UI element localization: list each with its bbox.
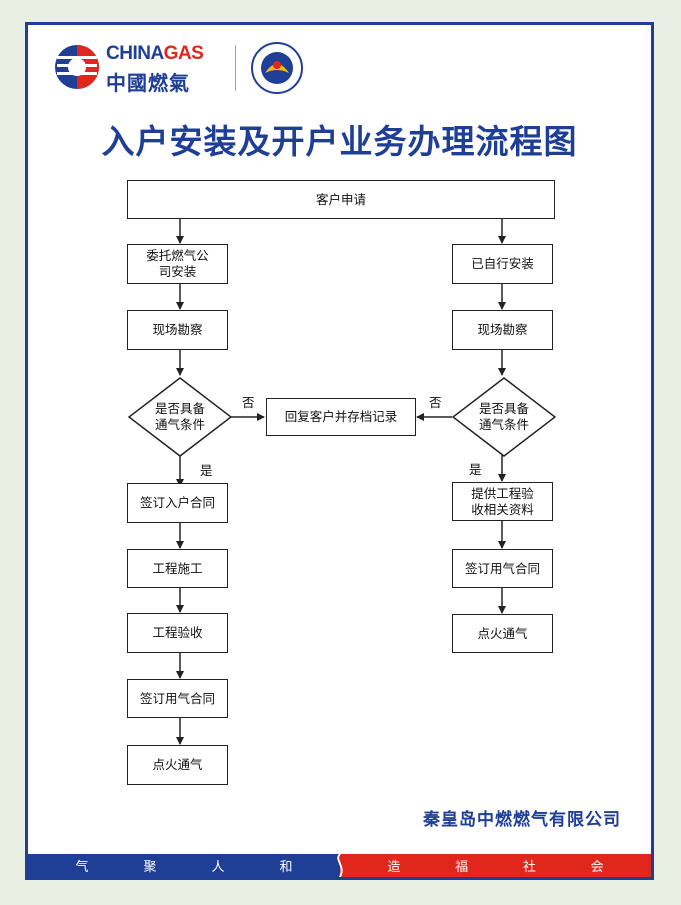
slogan-right: 造 福 社 会 — [340, 854, 651, 877]
decision-label-left: 是否具备通气条件 — [154, 401, 205, 432]
flow-step-acceptance: 工程验收 — [127, 613, 228, 653]
flow-step-ignition-left: 点火通气 — [127, 745, 228, 785]
china-gas-logo-icon — [55, 45, 99, 89]
decision-diamond-right — [452, 377, 556, 457]
slogan-band: 气 聚 人 和 造 福 社 会 — [28, 854, 651, 877]
flow-step-sign-gas-contract-left: 签订用气合同 — [127, 679, 228, 718]
brand-divider — [235, 45, 236, 91]
yes-label-right: 是 — [469, 462, 482, 477]
slogan-left: 气 聚 人 和 — [28, 854, 340, 877]
brand-name-en: CHINAGAS — [106, 43, 204, 64]
poster: CHINAGAS 中國燃氣 入户安装及开户业务办理流程图 — [25, 22, 654, 880]
slogan-char: 气 — [75, 860, 89, 875]
slogan-char: 和 — [279, 860, 293, 875]
flow-step-sign-install-contract: 签订入户合同 — [127, 483, 228, 523]
slogan-char: 聚 — [143, 860, 157, 875]
flow-step-customer-application: 客户申请 — [127, 180, 555, 219]
flow-step-construction: 工程施工 — [127, 549, 228, 588]
flow-step-survey-left: 现场勘察 — [127, 310, 228, 350]
flow-connectors — [176, 218, 506, 745]
flow-step-entrust-install: 委托燃气公司安装 — [127, 244, 228, 284]
flow-step-ignition-right: 点火通气 — [452, 614, 553, 653]
service-badge-icon — [251, 42, 303, 94]
slogan-char: 会 — [590, 860, 604, 875]
company-name: 秦皇岛中燃燃气有限公司 — [423, 810, 621, 830]
page-title: 入户安装及开户业务办理流程图 — [101, 122, 578, 161]
flow-step-survey-right: 现场勘察 — [452, 310, 553, 350]
slogan-divider-icon — [337, 854, 343, 877]
no-label-left: 否 — [242, 395, 255, 410]
slogan-char: 社 — [522, 860, 536, 875]
flow-step-reply-and-archive: 回复客户并存档记录 — [266, 398, 416, 436]
yes-label-left: 是 — [200, 463, 213, 478]
brand-name-cn: 中國燃氣 — [106, 71, 190, 95]
decision-diamond-left — [128, 377, 232, 457]
slogan-char: 福 — [455, 860, 469, 875]
flow-step-self-installed: 已自行安装 — [452, 244, 553, 284]
flow-step-provide-documents: 提供工程验收相关资料 — [452, 482, 553, 521]
flow-step-sign-gas-contract-right: 签订用气合同 — [452, 549, 553, 588]
slogan-char: 人 — [211, 860, 225, 875]
no-label-right: 否 — [429, 395, 442, 410]
decision-label-right: 是否具备通气条件 — [478, 401, 529, 432]
slogan-char: 造 — [387, 860, 401, 875]
